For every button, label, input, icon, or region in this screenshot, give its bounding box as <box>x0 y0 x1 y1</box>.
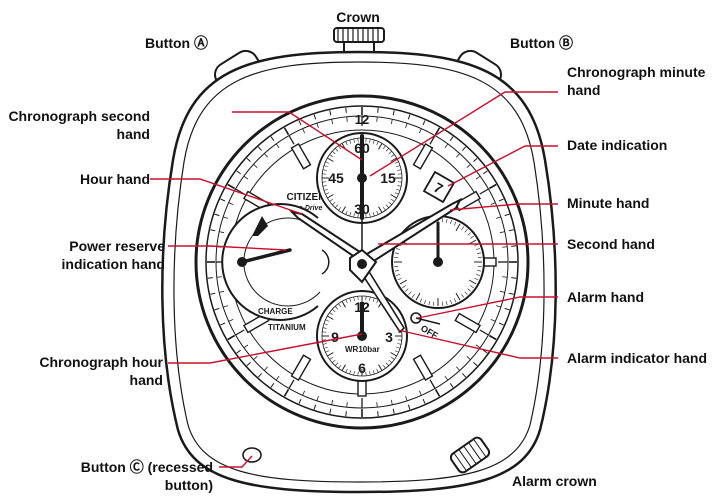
label-alarm-hand: Alarm hand <box>567 289 644 305</box>
label-power-reserve-1: Power reserve <box>69 238 165 254</box>
tick-mark <box>378 411 379 416</box>
label-chrono-minute-1: Chronograph minute <box>567 64 706 80</box>
charge-label: CHARGE <box>258 307 293 316</box>
label-button-a: Button Ⓐ <box>145 35 208 51</box>
hour-12-numeral: 12 <box>355 112 369 127</box>
tick-mark <box>378 108 379 113</box>
label-crown: Crown <box>336 9 380 25</box>
label-minute-hand: Minute hand <box>567 195 649 211</box>
tick-mark <box>377 402 378 407</box>
titanium-label: TITANIUM <box>268 323 306 332</box>
label-chrono-second-2: hand <box>117 126 150 142</box>
label-chrono-minute-2: hand <box>567 82 600 98</box>
label-button-c-2: button) <box>165 477 213 493</box>
label-second-hand: Second hand <box>567 236 655 252</box>
tick-mark <box>502 247 507 248</box>
label-alarm-crown: Alarm crown <box>512 473 597 489</box>
label-hour-hand: Hour hand <box>80 171 150 187</box>
tick-mark <box>502 277 507 278</box>
tick-mark <box>346 411 347 416</box>
label-date: Date indication <box>567 137 667 153</box>
tick-mark <box>347 117 348 122</box>
subdial-bottom-3: 3 <box>385 329 393 345</box>
tick-mark <box>217 277 222 278</box>
tick-mark <box>346 108 347 113</box>
crown-knob <box>334 28 384 42</box>
subdial-bottom-6: 6 <box>358 360 366 376</box>
label-chrono-hour-2: hand <box>130 372 163 388</box>
watch-dial: 12 CITIZEN Eco-Drive 60 15 30 45 12 3 6 <box>196 96 528 428</box>
water-resist-label: WR10bar <box>345 345 380 354</box>
label-button-b: Button Ⓑ <box>510 35 573 51</box>
button-c-recess <box>243 448 261 462</box>
subdial-top-15: 15 <box>380 170 396 186</box>
label-power-reserve-2: indication hand <box>62 256 165 272</box>
label-chrono-second-1: Chronograph second <box>8 108 150 124</box>
label-alarm-indicator: Alarm indicator hand <box>567 350 707 366</box>
tick-mark <box>377 117 378 122</box>
tick-mark <box>208 278 213 279</box>
subdial-top-45: 45 <box>328 170 344 186</box>
tick-mark <box>511 246 516 247</box>
subdial-bottom-9: 9 <box>331 329 339 345</box>
label-chrono-hour-1: Chronograph hour <box>39 354 163 370</box>
tick-mark <box>347 402 348 407</box>
tick-mark <box>511 278 516 279</box>
label-button-c-1: Button Ⓒ (recessed <box>81 459 213 475</box>
